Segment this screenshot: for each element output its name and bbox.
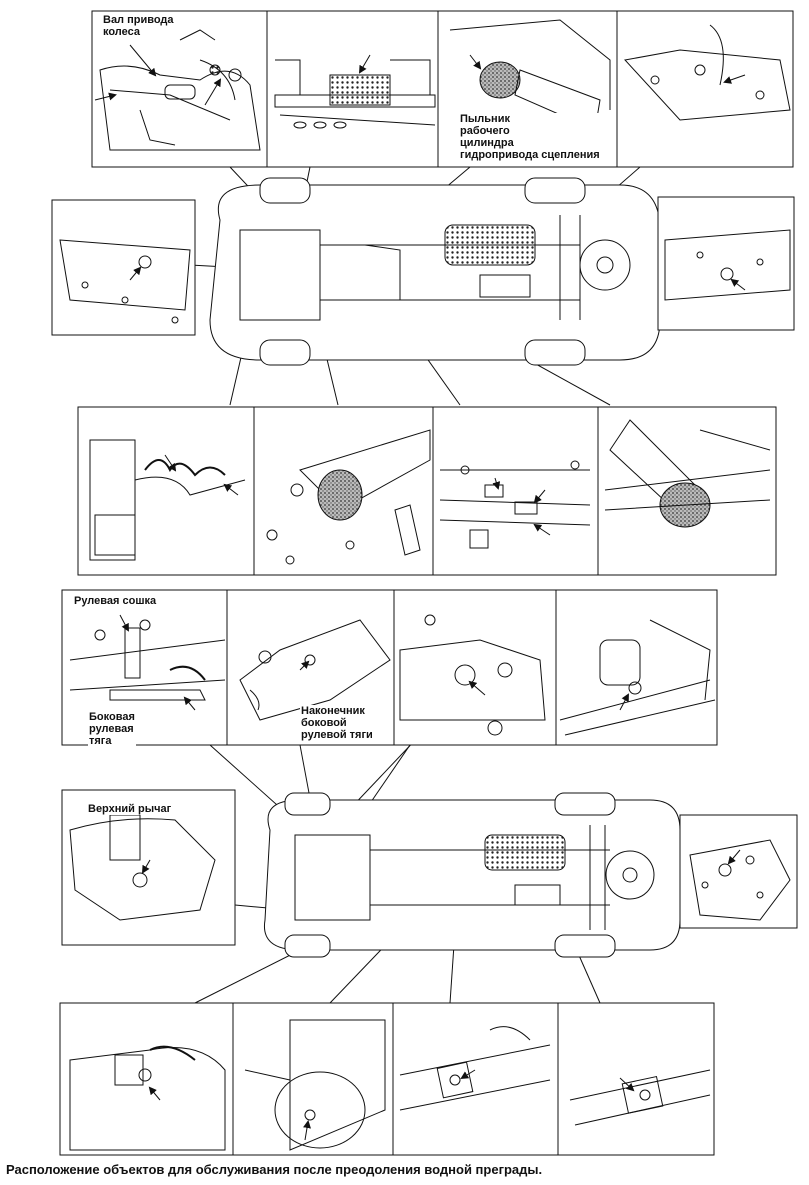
clutch-boot-label-line-4: гидропривода сцепления	[460, 149, 600, 161]
drive-shaft-label-line-2: колеса	[103, 26, 140, 38]
axle-boot-drawing	[89, 439, 246, 561]
tie-rod-end-label: Наконечник боковой рулевой тяги	[300, 705, 374, 741]
car-underside-top	[209, 177, 661, 366]
fuel-line-drawing	[624, 24, 791, 121]
ball-joint-drawing	[69, 1045, 226, 1151]
panel-transfer-case	[679, 814, 798, 929]
side-rod-label-line-2: рулевая	[89, 723, 134, 735]
upper-arm-label: Верхний рычаг	[87, 803, 173, 815]
pitman-arm-label-line-1: Рулевая сошка	[74, 595, 157, 607]
pitman-arm-drawing	[69, 614, 226, 711]
car-underside-bottom	[263, 792, 681, 958]
upper-arm-label-line-1: Верхний рычаг	[88, 803, 172, 815]
rear-u-joint-drawing	[569, 1069, 711, 1126]
tie-rod-end-label-line-2: боковой	[301, 717, 347, 729]
clutch-boot-label-line-2: рабочего	[460, 125, 510, 137]
figure-caption: Расположение объектов для обслуживания п…	[6, 1162, 543, 1177]
drive-shaft-label-line-1: Вал привода	[103, 14, 174, 26]
clutch-boot-label: Пыльник рабочего цилиндра гидропривода с…	[459, 113, 601, 161]
rear-spring-drawing	[559, 619, 716, 736]
panel-row-4	[59, 1002, 715, 1156]
tie-rod-end-label-line-3: рулевой тяги	[301, 729, 373, 741]
side-rod-label-line-1: Боковая	[89, 711, 135, 723]
clutch-boot-label-line-1: Пыльник	[460, 113, 510, 125]
propshaft-boot-drawing	[266, 429, 431, 565]
panel-row-1	[91, 10, 794, 168]
u-joint-drawing	[399, 1026, 551, 1111]
pitman-arm-label: Рулевая сошка	[73, 595, 158, 607]
panel-row-3	[61, 589, 718, 746]
tie-rod-end-drawing	[239, 619, 391, 721]
brake-line-drawing	[439, 460, 591, 549]
drive-shaft-label: Вал привода колеса	[102, 14, 175, 38]
propshaft-cover-drawing	[244, 1019, 386, 1151]
side-rod-label: Боковая рулевая тяга	[88, 711, 136, 747]
tie-rod-end-label-line-1: Наконечник	[301, 705, 365, 717]
panel-front-diff	[51, 199, 196, 336]
panel-upper-arm	[61, 789, 236, 946]
clutch-boot-label-line-3: цилиндра	[460, 137, 514, 149]
rack-boot-drawing	[274, 54, 436, 129]
panel-rear-diff	[657, 196, 795, 331]
drive-shaft-drawing	[94, 29, 261, 151]
front-hub-drawing	[399, 614, 546, 736]
rear-propshaft-boot-drawing	[604, 419, 771, 528]
side-rod-label-line-3: тяга	[89, 735, 112, 747]
